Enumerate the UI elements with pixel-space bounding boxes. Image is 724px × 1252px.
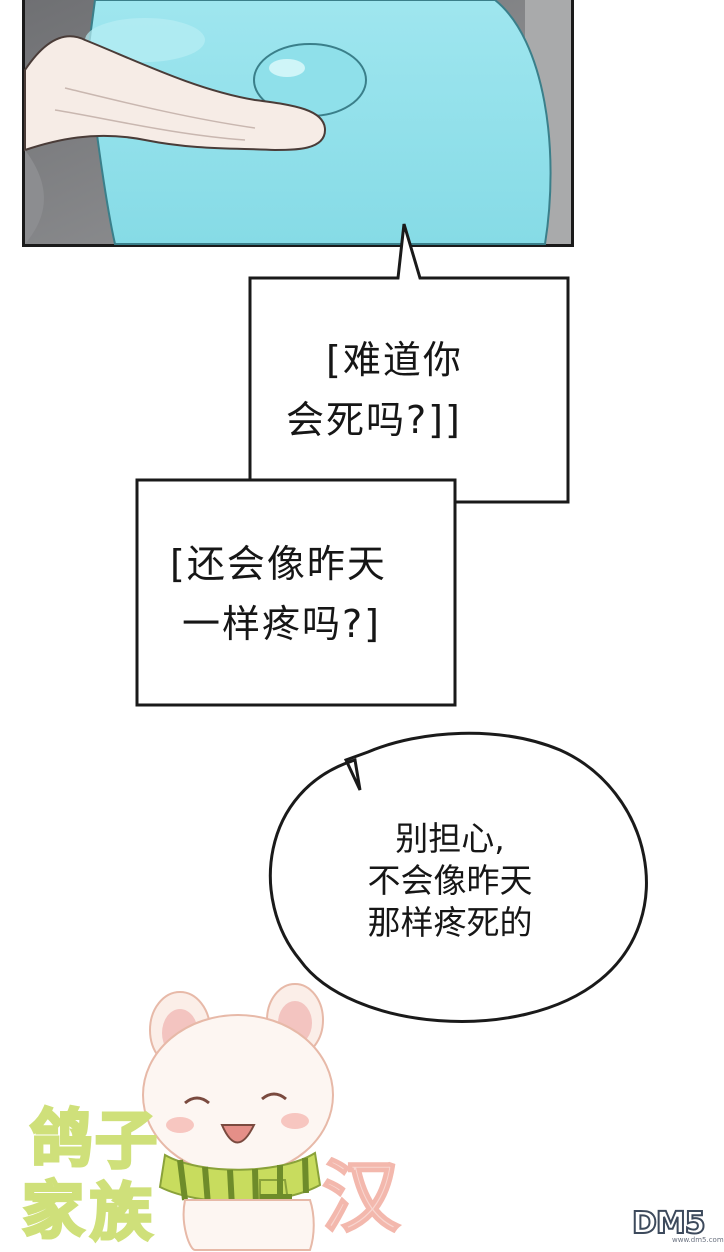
site-logo-sub: www.dm5.com xyxy=(672,1236,724,1244)
site-logo: DM5 xyxy=(631,1205,707,1242)
box-bubble-2-text: [还会像昨天 一样疼吗?] xyxy=(170,534,387,654)
box-bubble-1-text: [难道你 会死吗?]] xyxy=(286,330,463,450)
box2-line-2: 一样疼吗?] xyxy=(182,602,381,646)
oval-bubble-text: 别担心, 不会像昨天 那样疼死的 xyxy=(330,818,570,944)
watermark-char-3: 家 xyxy=(20,1173,85,1249)
ferret-mascot-watermark xyxy=(142,983,334,1251)
box2-line-1: [还会像昨天 xyxy=(170,542,387,586)
oval-line-2: 不会像昨天 xyxy=(367,861,533,900)
hand xyxy=(24,35,327,152)
illustration-panel xyxy=(22,0,574,247)
watermark-char-1: 鸽 xyxy=(28,1101,93,1177)
oval-line-1: 别担心, xyxy=(395,819,505,858)
watermark-char-4: 族 xyxy=(88,1175,153,1251)
oval-line-3: 那样疼死的 xyxy=(367,903,533,942)
box1-line-1: [难道你 xyxy=(326,338,463,382)
slime-hand-illustration xyxy=(24,0,571,245)
watermark-han-char: 汉 xyxy=(321,1152,401,1244)
box1-line-2: 会死吗?]] xyxy=(286,398,462,442)
watermark-char-2: 子 xyxy=(93,1103,158,1179)
